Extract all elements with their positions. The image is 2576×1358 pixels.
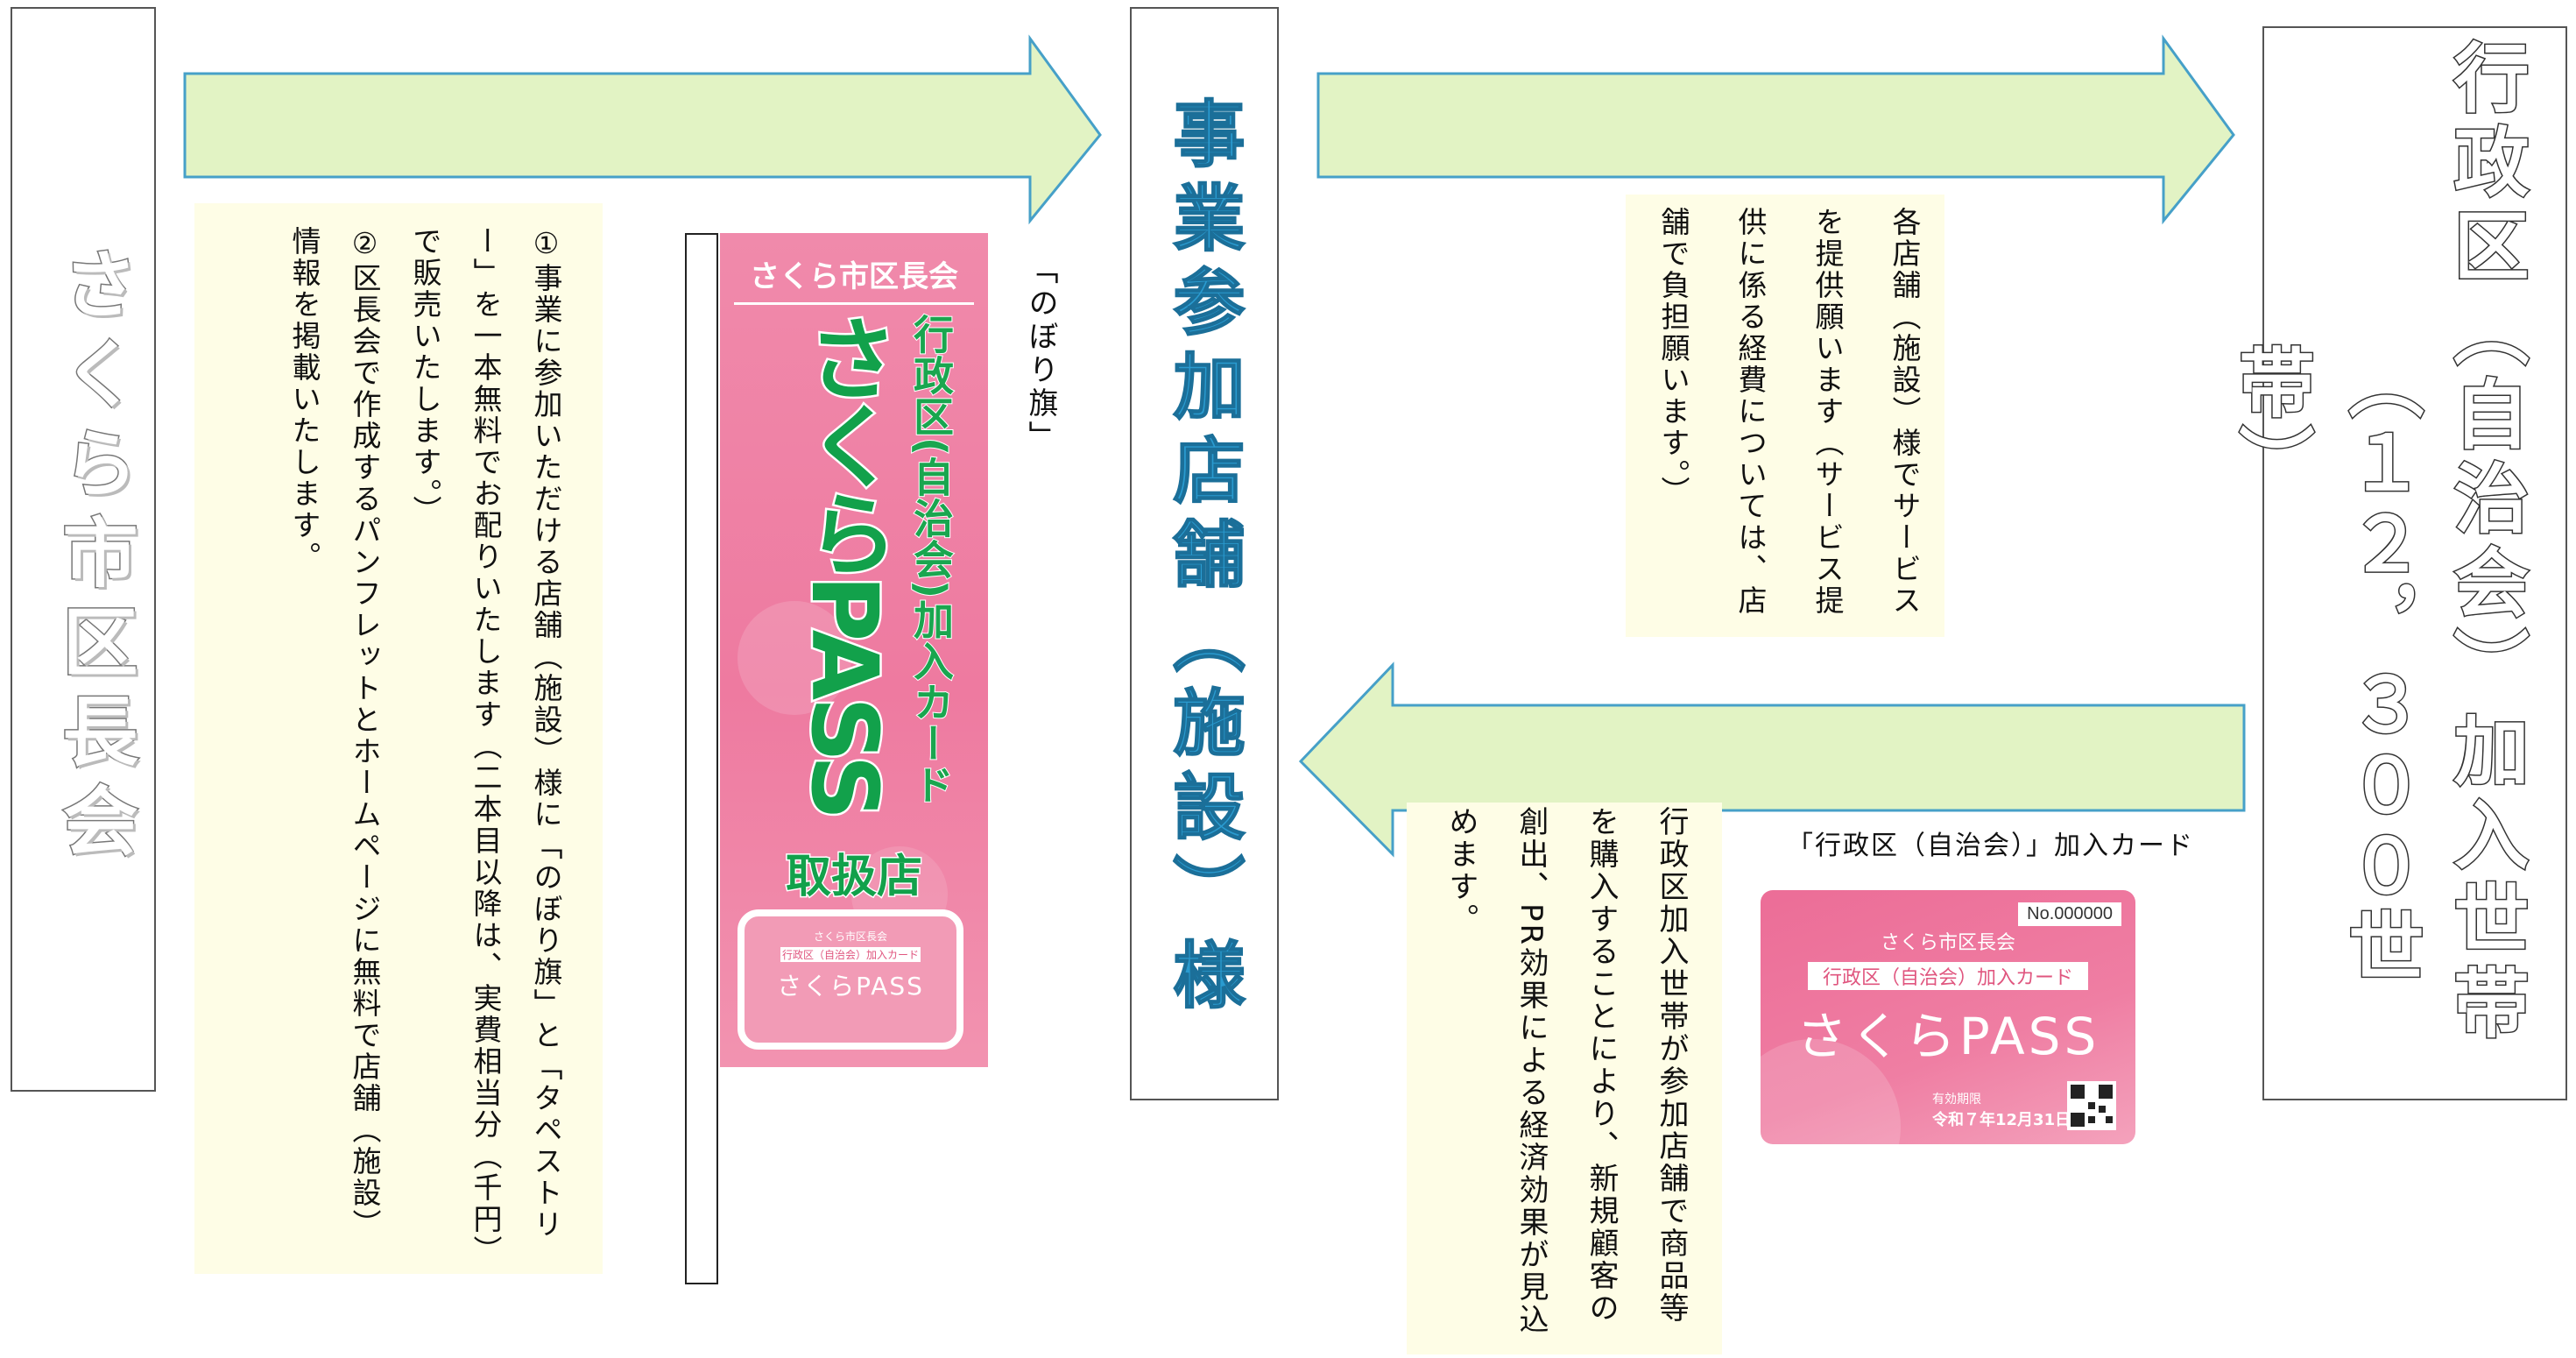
banner-line3: 取扱店	[784, 850, 923, 905]
banner-line2: さくらPASS	[789, 309, 900, 818]
banner-mini-title: さくらPASS	[777, 972, 924, 1001]
membership-card: No.000000 さくら市区長会 行政区（自治会）加入カード さくらPASS …	[1761, 890, 2135, 1144]
banner-line1: 行政区(自治会)加入カード	[907, 313, 956, 806]
card-number: No.000000	[2018, 902, 2121, 926]
participating-shops-title: 事業参加店舗（施設）様	[1160, 95, 1245, 1022]
arrow-right-top-right	[1316, 34, 2235, 225]
banner-mini-sub: 行政区（自治会）加入カード	[780, 947, 921, 962]
left-note-item-2: ②区長会で作成するパンフレットとホームページに無料で店舗（施設）情報を掲載いたし…	[287, 226, 382, 1241]
banner-header: さくら市区長会	[734, 252, 974, 305]
banner-flag: さくら市区長会 行政区(自治会)加入カード さくらPASS 取扱店 さくら市区長…	[720, 233, 988, 1067]
card-title: さくらPASS	[1796, 1007, 2100, 1066]
banner-flower-decor	[738, 601, 851, 715]
left-note: ①事業に参加いただける店舗（施設）様に「のぼり旗」と「タペストリー」を一本無料で…	[194, 203, 603, 1274]
effect-note: 行政区加入世帯が参加店舗で商品等を購入することにより、新規顧客の創出、PR効果に…	[1407, 803, 1722, 1354]
households-box: 行政区（自治会）加入世帯 （１２，３００世帯）	[2225, 26, 2567, 1100]
organization-title: さくら市区長会	[48, 244, 138, 873]
card-header: さくら市区長会	[1880, 932, 2015, 954]
participating-shops-box: 事業参加店舗（施設）様	[1130, 7, 1279, 1100]
qr-code-icon	[2067, 1081, 2116, 1130]
card-validity-date: 令和７年12月31日	[1932, 1111, 2071, 1129]
banner-mini-header: さくら市区長会	[813, 930, 887, 943]
left-note-item-1: ①事業に参加いただける店舗（施設）様に「のぼり旗」と「タペストリー」を一本無料で…	[408, 226, 563, 1253]
arrow-right-top-left	[183, 34, 1102, 225]
service-note-text: 各店舗（施設）様でサービスを提供願います（サービス提供に係る経費については、店舗…	[1656, 207, 1922, 617]
banner-label: 「のぼり旗」	[1023, 254, 1058, 454]
card-subtitle: 行政区（自治会）加入カード	[1808, 962, 2088, 990]
organization-box: さくら市区長会	[11, 7, 156, 1092]
service-note: 各店舗（施設）様でサービスを提供願います（サービス提供に係る経費については、店舗…	[1626, 195, 1944, 637]
effect-note-text: 行政区加入世帯が参加店舗で商品等を購入することにより、新規顧客の創出、PR効果に…	[1443, 806, 1689, 1337]
banner-mini-card: さくら市区長会 行政区（自治会）加入カード さくらPASS	[738, 909, 963, 1050]
card-label: 「行政区（自治会）」加入カード	[1787, 831, 2194, 861]
banner-pole	[685, 233, 718, 1284]
card-validity-label: 有効期限	[1932, 1093, 1981, 1107]
households-count: （１２，３００世帯）	[2225, 343, 2424, 990]
households-title: 行政区（自治会）加入世帯	[2439, 38, 2530, 1050]
